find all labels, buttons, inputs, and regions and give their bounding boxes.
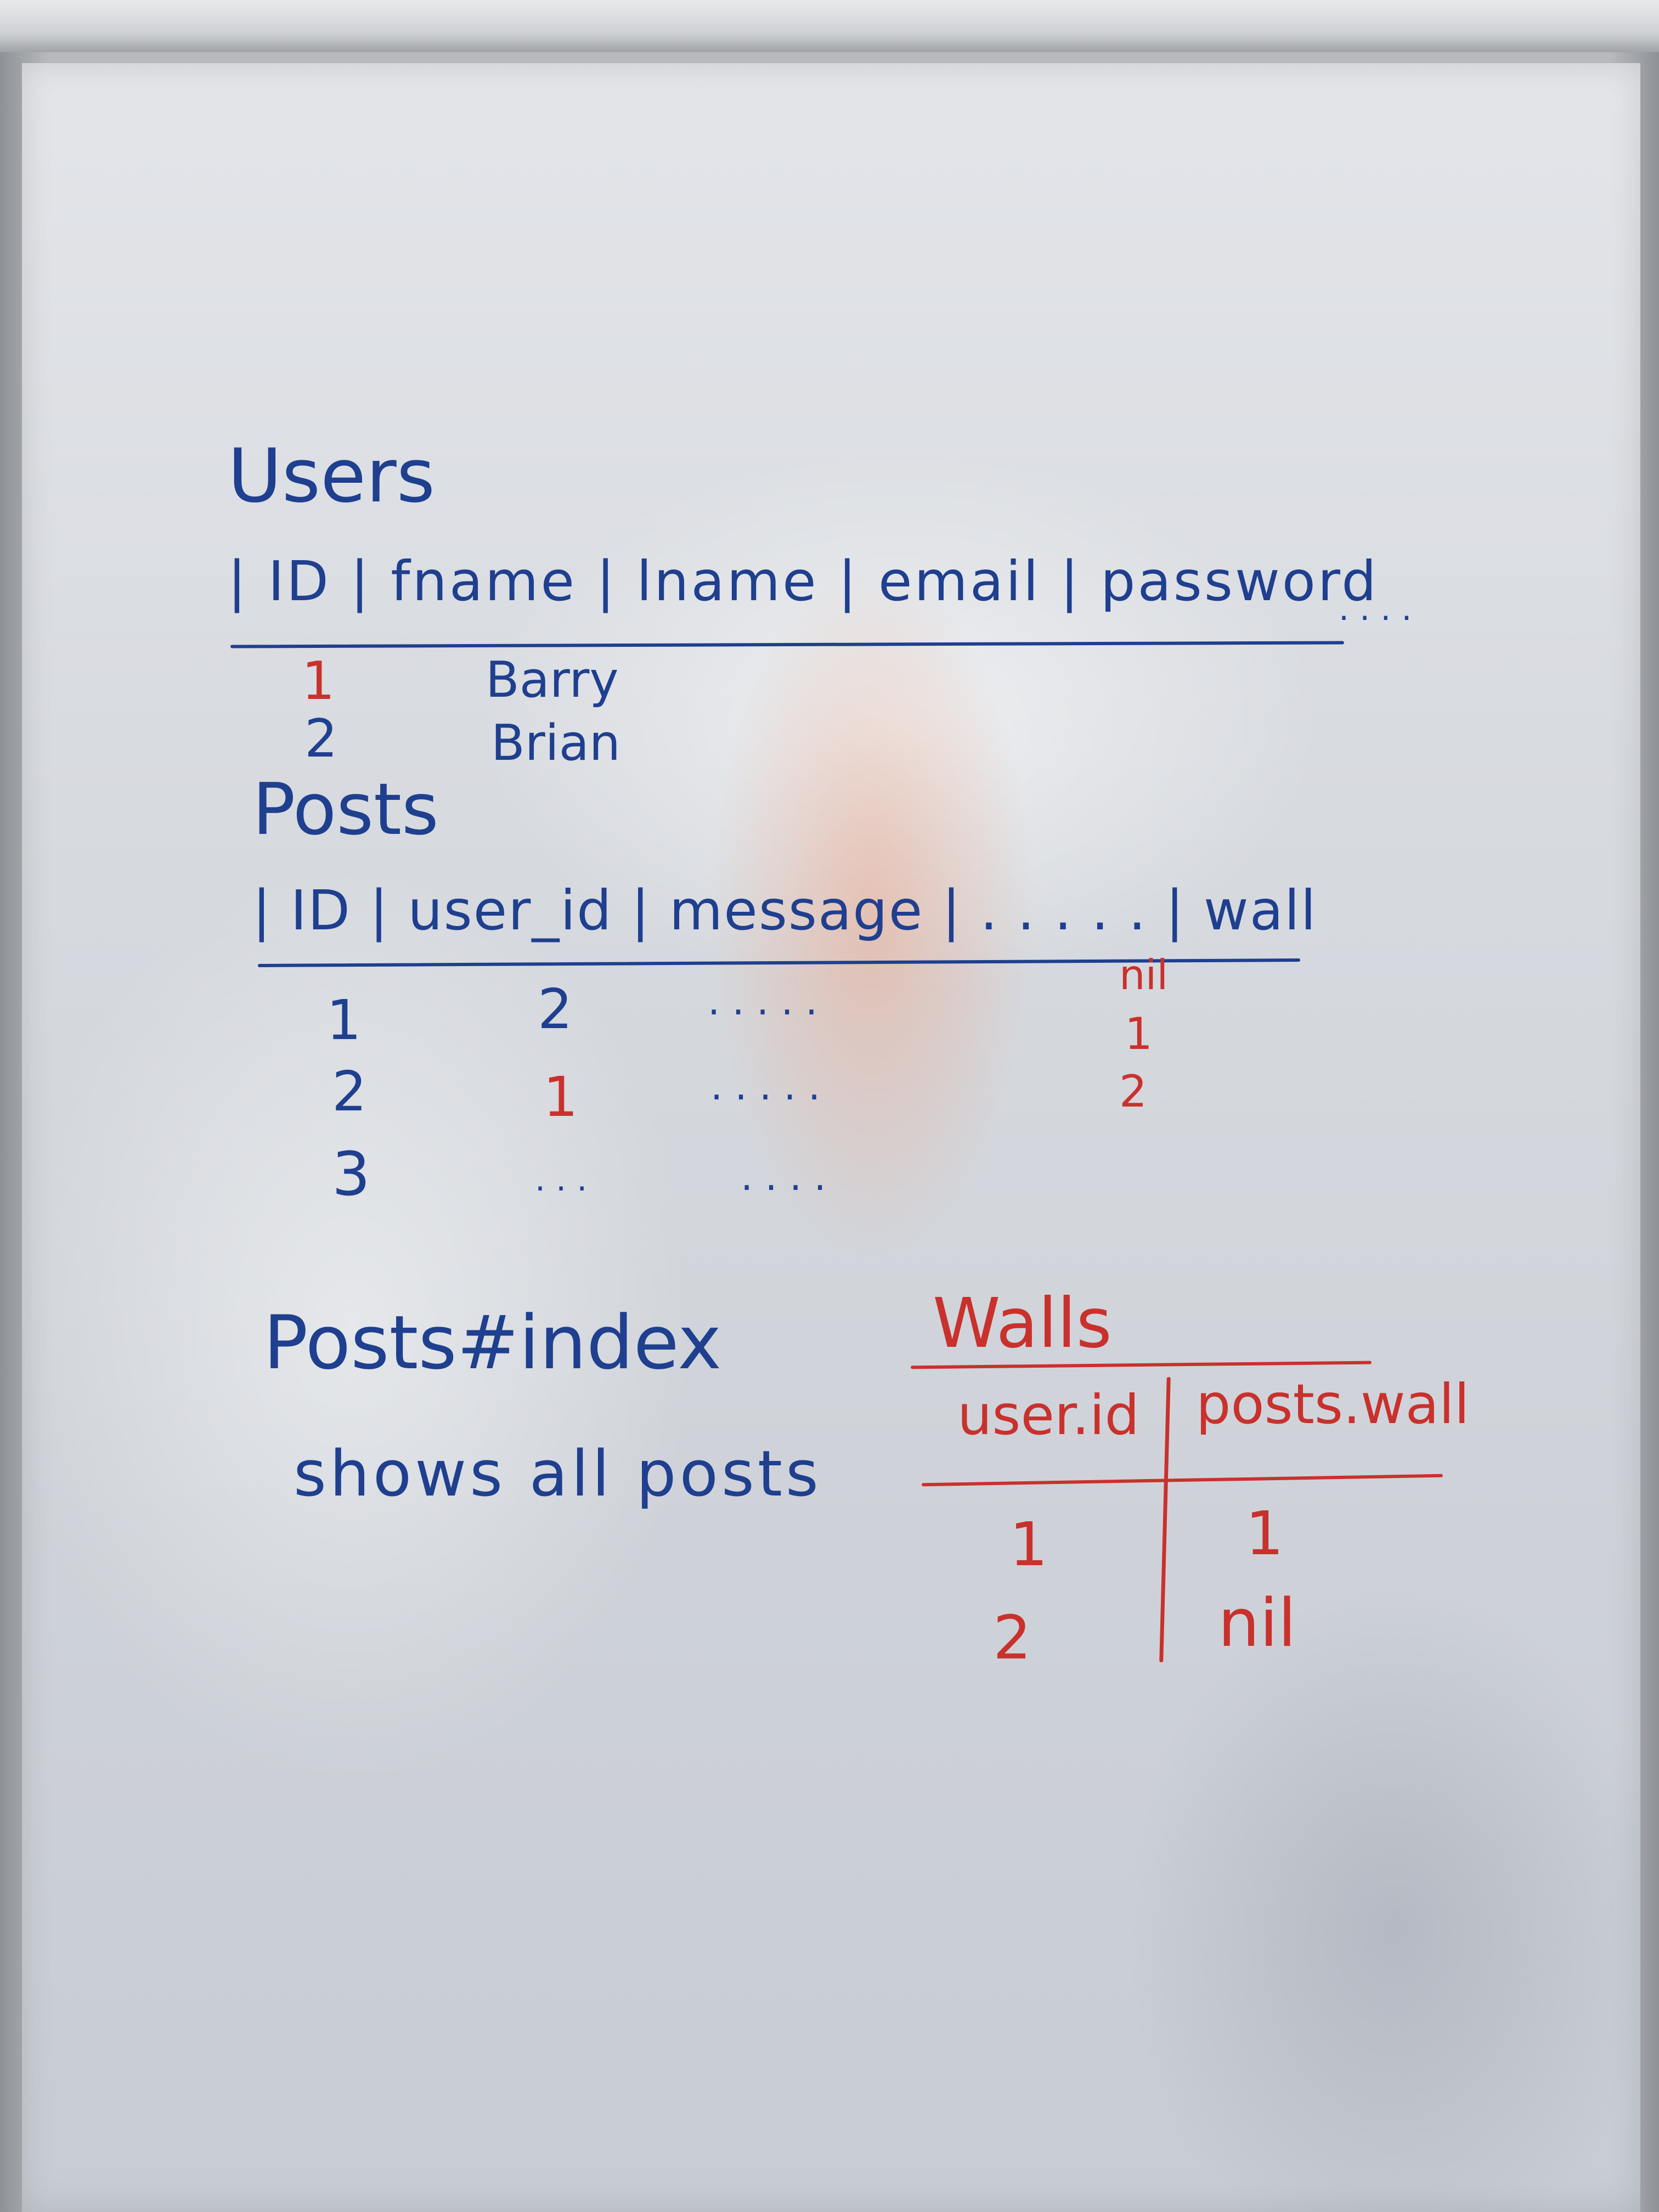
posts-row-2-user-id: 1 bbox=[543, 1065, 578, 1129]
users-title: Users bbox=[228, 433, 436, 519]
note-line-2: shows all posts bbox=[294, 1437, 822, 1511]
posts-row-1-id: 1 bbox=[326, 988, 362, 1052]
walls-row-1-right: 1 bbox=[1245, 1498, 1284, 1568]
whiteboard-surface bbox=[22, 63, 1640, 2212]
users-row-2-id: 2 bbox=[304, 709, 338, 769]
walls-header-right: posts.wall bbox=[1196, 1372, 1470, 1436]
note-line-1: Posts#index bbox=[263, 1300, 722, 1386]
posts-row-3-id: 3 bbox=[332, 1139, 370, 1209]
posts-row-1-wall: nil bbox=[1119, 951, 1169, 999]
walls-row-1-left: 1 bbox=[1009, 1509, 1048, 1579]
posts-row-2-wall: 1 bbox=[1125, 1008, 1153, 1059]
walls-row-2-right: nil bbox=[1218, 1585, 1296, 1662]
posts-row-1-message: . . . . . bbox=[708, 979, 818, 1024]
posts-row-3-wall: 2 bbox=[1119, 1066, 1147, 1117]
walls-header-left: user.id bbox=[957, 1383, 1139, 1447]
posts-title: Posts bbox=[252, 768, 439, 851]
users-row-1-fname: Barry bbox=[486, 651, 619, 709]
users-row-2-fname: Brian bbox=[491, 714, 620, 772]
posts-row-2-message: . . . . . bbox=[710, 1064, 821, 1109]
walls-title: Walls bbox=[933, 1284, 1112, 1363]
posts-row-1-user-id: 2 bbox=[538, 977, 573, 1041]
users-header-trailing: . . . . bbox=[1339, 590, 1412, 628]
posts-row-3-message: . . . . bbox=[741, 1154, 826, 1199]
users-header: | ID | fname | lname | email | password bbox=[228, 549, 1379, 613]
posts-header: | ID | user_id | message | . . . . . | w… bbox=[252, 878, 1317, 943]
posts-row-3-user-id: . . . bbox=[535, 1160, 588, 1199]
marker-tray-ledge bbox=[0, 0, 1659, 60]
posts-row-2-id: 2 bbox=[332, 1059, 367, 1124]
users-row-1-id: 1 bbox=[302, 651, 335, 712]
walls-row-2-left: 2 bbox=[993, 1602, 1031, 1673]
